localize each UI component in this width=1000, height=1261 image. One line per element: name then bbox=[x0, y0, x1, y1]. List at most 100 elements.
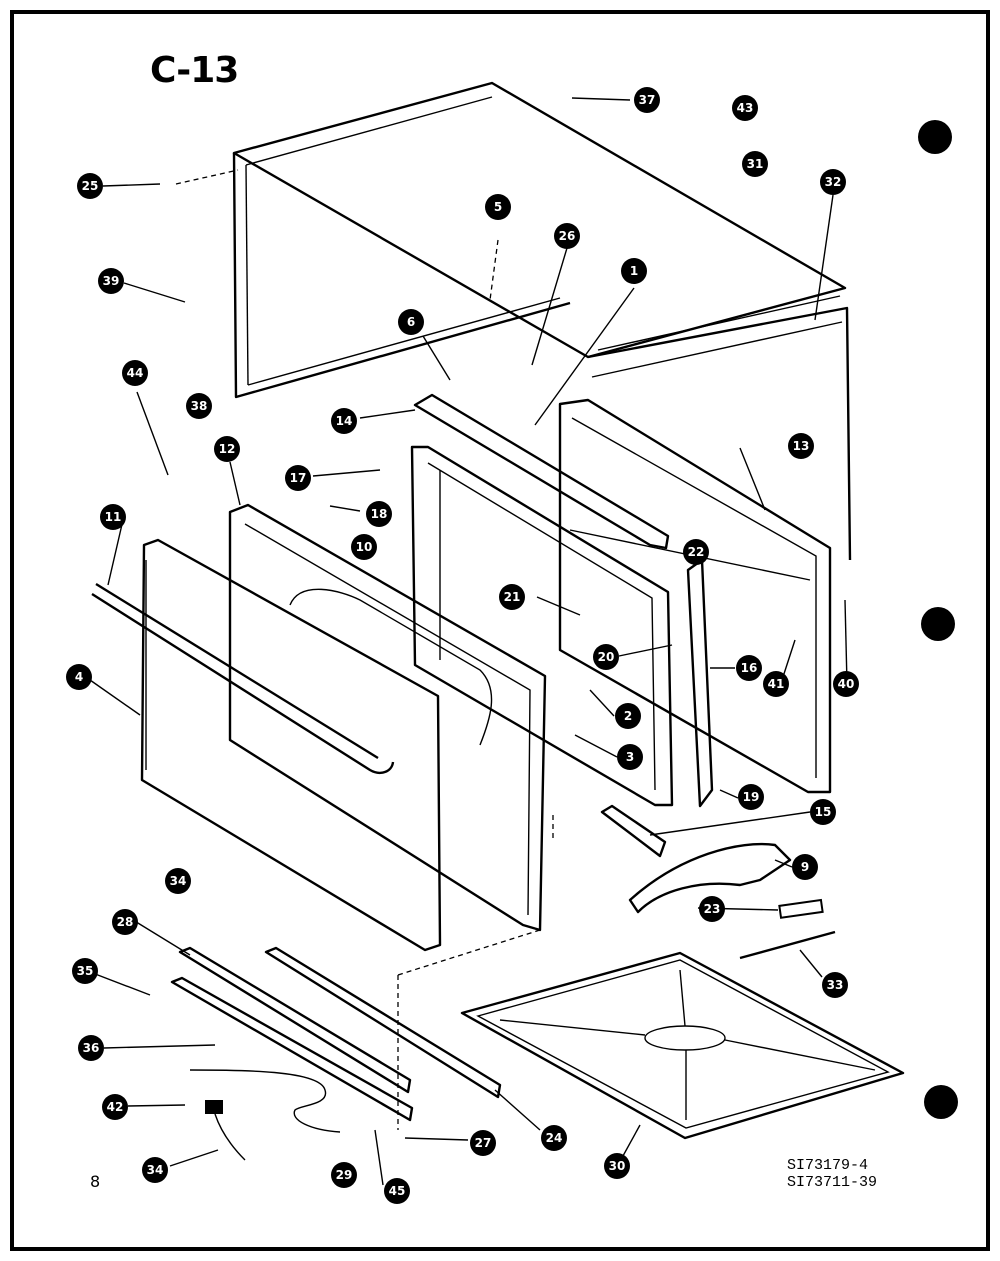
callout-2: 2 bbox=[615, 703, 641, 729]
inner-liner bbox=[558, 398, 832, 794]
callout-15: 15 bbox=[810, 799, 836, 825]
hinge-arm bbox=[628, 842, 792, 914]
callout-4: 4 bbox=[66, 664, 92, 690]
hinge-spring bbox=[739, 930, 836, 960]
callout-5: 5 bbox=[485, 194, 511, 220]
svg-text:19: 19 bbox=[743, 790, 760, 804]
callout-12: 12 bbox=[214, 436, 240, 462]
svg-text:30: 30 bbox=[609, 1159, 626, 1173]
svg-text:29: 29 bbox=[336, 1168, 353, 1182]
page-number: 8 bbox=[90, 1172, 101, 1191]
callout-31: 31 bbox=[742, 151, 768, 177]
callout-36: 36 bbox=[78, 1035, 104, 1061]
svg-text:33: 33 bbox=[827, 978, 844, 992]
callout-33: 33 bbox=[822, 972, 848, 998]
callout-19: 19 bbox=[738, 784, 764, 810]
binder-hole-middle bbox=[921, 607, 955, 641]
svg-text:2: 2 bbox=[624, 709, 632, 723]
svg-text:10: 10 bbox=[356, 540, 373, 554]
svg-text:5: 5 bbox=[494, 200, 502, 214]
diagram-title: C-13 bbox=[150, 50, 239, 91]
callout-45: 45 bbox=[384, 1178, 410, 1204]
callout-28: 28 bbox=[112, 909, 138, 935]
callout-37: 37 bbox=[634, 87, 660, 113]
callout-38: 38 bbox=[186, 393, 212, 419]
svg-text:16: 16 bbox=[741, 661, 758, 675]
callout-11: 11 bbox=[100, 504, 126, 530]
svg-text:27: 27 bbox=[475, 1136, 492, 1150]
hinge-pin bbox=[778, 898, 824, 919]
callout-17: 17 bbox=[285, 465, 311, 491]
svg-text:9: 9 bbox=[801, 860, 809, 874]
svg-text:21: 21 bbox=[504, 590, 521, 604]
callout-23: 23 bbox=[699, 896, 725, 922]
svg-text:42: 42 bbox=[107, 1100, 124, 1114]
callout-20: 20 bbox=[593, 644, 619, 670]
door-inner-panel bbox=[228, 503, 547, 932]
callout-13: 13 bbox=[788, 433, 814, 459]
side-rail bbox=[686, 558, 714, 808]
svg-text:6: 6 bbox=[407, 315, 415, 329]
svg-text:35: 35 bbox=[77, 964, 94, 978]
svg-text:28: 28 bbox=[117, 915, 134, 929]
callout-44: 44 bbox=[122, 360, 148, 386]
callout-14: 14 bbox=[331, 408, 357, 434]
callout-3: 3 bbox=[617, 744, 643, 770]
reference-code: SI73179-4 bbox=[787, 1157, 869, 1174]
svg-text:13: 13 bbox=[793, 439, 810, 453]
svg-text:26: 26 bbox=[559, 229, 576, 243]
svg-text:18: 18 bbox=[371, 507, 388, 521]
page-border bbox=[10, 10, 990, 1251]
callout-32: 32 bbox=[820, 169, 846, 195]
callout-27: 27 bbox=[470, 1130, 496, 1156]
wire-harness bbox=[189, 1069, 341, 1133]
drip-tray bbox=[460, 951, 905, 1140]
reference-codes: SI73179-4 SI73711-39 bbox=[787, 1157, 877, 1191]
callout-1: 1 bbox=[621, 258, 647, 284]
callout-16: 16 bbox=[736, 655, 762, 681]
svg-text:11: 11 bbox=[105, 510, 122, 524]
svg-text:22: 22 bbox=[688, 545, 705, 559]
svg-text:45: 45 bbox=[389, 1184, 406, 1198]
reference-code: SI73711-39 bbox=[787, 1174, 878, 1191]
callout-30: 30 bbox=[604, 1153, 630, 1179]
cabinet-side-panel bbox=[587, 306, 852, 561]
callout-9: 9 bbox=[792, 854, 818, 880]
cabinet-wrapper bbox=[232, 81, 847, 399]
svg-text:4: 4 bbox=[75, 670, 83, 684]
svg-text:17: 17 bbox=[290, 471, 307, 485]
switch-connector bbox=[205, 1100, 223, 1114]
callout-6: 6 bbox=[398, 309, 424, 335]
svg-text:23: 23 bbox=[704, 902, 721, 916]
svg-text:36: 36 bbox=[83, 1041, 100, 1055]
svg-text:34: 34 bbox=[170, 874, 187, 888]
svg-text:38: 38 bbox=[191, 399, 208, 413]
callout-39: 39 bbox=[98, 268, 124, 294]
svg-text:1: 1 bbox=[630, 264, 638, 278]
door-handle bbox=[91, 582, 395, 774]
svg-text:3: 3 bbox=[626, 750, 634, 764]
svg-text:12: 12 bbox=[219, 442, 236, 456]
callout-24-bottom: 24 bbox=[541, 1125, 567, 1151]
switch-lead bbox=[214, 1113, 246, 1161]
callout-10: 10 bbox=[351, 534, 377, 560]
callout-41: 41 bbox=[763, 671, 789, 697]
callout-26: 26 bbox=[554, 223, 580, 249]
svg-text:41: 41 bbox=[768, 677, 785, 691]
binder-hole-bottom bbox=[924, 1085, 958, 1119]
callout-43: 43 bbox=[732, 95, 758, 121]
bottom-rail bbox=[600, 804, 667, 858]
callout-21: 21 bbox=[499, 584, 525, 610]
callout-22: 22 bbox=[683, 539, 709, 565]
svg-text:43: 43 bbox=[737, 101, 754, 115]
callout-34-top: 34 bbox=[165, 868, 191, 894]
callout-25: 25 bbox=[77, 173, 103, 199]
outer-door bbox=[140, 538, 442, 952]
svg-text:44: 44 bbox=[127, 366, 144, 380]
svg-text:40: 40 bbox=[838, 677, 855, 691]
callout-42: 42 bbox=[102, 1094, 128, 1120]
inner-door-frame bbox=[410, 445, 674, 807]
callout-40: 40 bbox=[833, 671, 859, 697]
svg-text:39: 39 bbox=[103, 274, 120, 288]
